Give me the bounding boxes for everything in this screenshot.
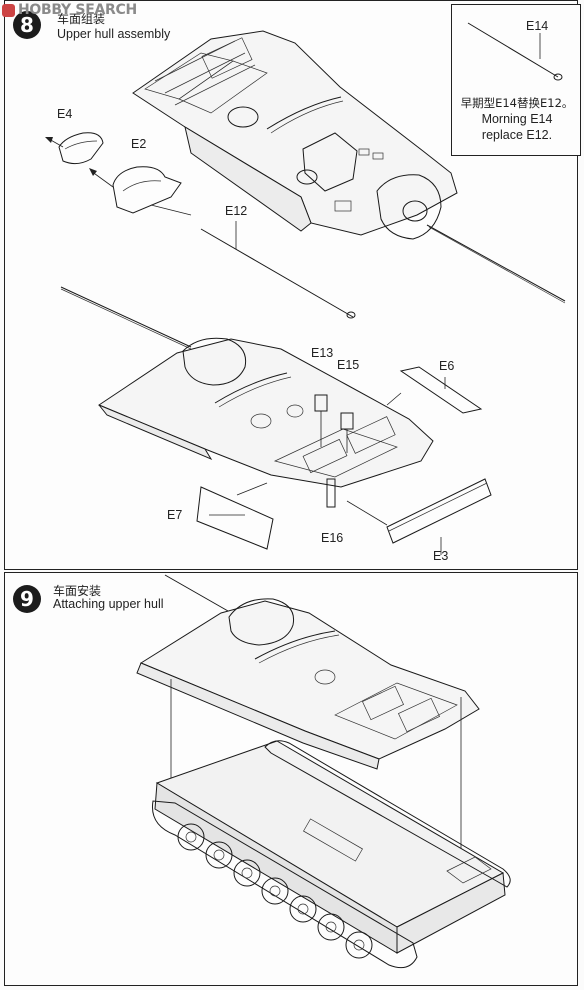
part-label-e6: E6: [439, 359, 455, 373]
inset-note-en-2: replace E12.: [481, 128, 553, 142]
step-9-number: 9: [13, 585, 41, 613]
e14-barrel-drawing: [467, 22, 563, 81]
step-8-title-en: Upper hull assembly: [57, 27, 171, 41]
part-label-e7: E7: [167, 508, 183, 522]
part-e3-drawing: [346, 478, 492, 555]
step-8-panel: 8 车面组装 Upper hull assembly E14 早期型E14替换E…: [4, 0, 581, 570]
part-label-e12: E12: [225, 204, 248, 218]
watermark-text: HOBBY SEARCH: [18, 2, 137, 18]
step-8-illustration: [45, 30, 566, 555]
part-e2-drawing: [89, 166, 192, 216]
inset-note-cn: 早期型E14替换E12。: [460, 96, 574, 110]
part-label-e2: E2: [131, 137, 147, 151]
upper-hull-drawing: [136, 574, 480, 770]
part-label-e16: E16: [321, 531, 344, 545]
part-label-e15: E15: [337, 358, 360, 372]
step-8-title-cn: 车面组装: [57, 12, 106, 26]
part-e6-drawing: [386, 366, 483, 414]
part-label-e4: E4: [57, 107, 73, 121]
step-9-title-en: Attaching upper hull: [53, 597, 164, 611]
step-9-title-cn: 车面安装: [53, 584, 102, 598]
e14-variant-inset: E14 早期型E14替换E12。 Morning E14 replace E12…: [451, 4, 581, 156]
upper-hull-underside-drawing: [60, 286, 434, 508]
part-label-e13: E13: [311, 346, 334, 360]
part-e7-drawing: [196, 482, 274, 550]
lower-hull-chassis-drawing: [151, 740, 511, 969]
road-wheels: [177, 823, 373, 959]
part-e4-drawing: [45, 132, 104, 165]
upper-hull-top-drawing: [132, 30, 566, 304]
inset-note-en-1: Morning E14: [481, 112, 553, 126]
part-e12-drawing: [200, 221, 356, 319]
part-label-e3: E3: [433, 549, 449, 563]
step-9-illustration: [136, 574, 511, 969]
step-8-number: 8: [13, 11, 41, 39]
watermark-logo-icon: [2, 3, 15, 17]
step-9-panel: 9 车面安装 Attaching upper hull: [4, 572, 578, 986]
watermark: HOBBY SEARCH: [2, 2, 137, 18]
part-label-e14: E14: [526, 19, 549, 33]
